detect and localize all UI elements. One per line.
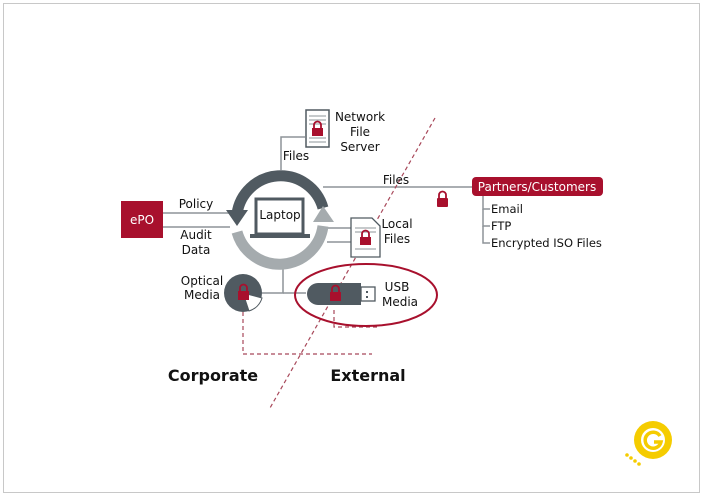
local-files-label-2: Files — [384, 232, 410, 246]
transit-lock-icon — [437, 190, 448, 207]
channel-ftp: FTP — [491, 219, 511, 233]
audit-label-2: Data — [182, 243, 211, 257]
audit-label-1: Audit — [180, 228, 212, 242]
zone-external: External — [330, 366, 405, 385]
optical-label-2: Media — [184, 288, 220, 302]
local-files-icon — [350, 217, 381, 258]
epo-label: ePO — [130, 213, 154, 227]
usb-drive-icon — [307, 283, 376, 305]
email-branch — [482, 196, 490, 210]
optical-label-1: Optical — [181, 274, 223, 288]
server-line — [280, 136, 305, 170]
ftp-branch — [482, 209, 490, 227]
usb-highlight-ellipse — [294, 263, 438, 327]
server-label-1: Network — [335, 110, 385, 124]
local-files-label-1: Local — [381, 217, 412, 231]
usb-label-1: USB — [385, 280, 410, 294]
laptop-label: Laptop — [259, 208, 300, 222]
partners-box — [472, 177, 603, 196]
server-label-2: File — [350, 125, 370, 139]
optical-disc-icon — [224, 274, 263, 312]
sync-cycle-icon — [226, 170, 334, 270]
epo-box — [121, 201, 163, 238]
files-partners-label: Files — [383, 173, 409, 187]
partners-label: Partners/Customers — [478, 180, 596, 194]
network-file-server-icon — [305, 109, 330, 148]
iso-branch — [482, 226, 490, 244]
laptop-icon — [250, 197, 310, 238]
g-logo-icon — [625, 421, 672, 466]
channel-email: Email — [491, 202, 523, 216]
server-label-3: Server — [340, 140, 379, 154]
channel-iso: Encrypted ISO Files — [491, 236, 602, 250]
corporate-bracket — [242, 312, 372, 355]
zone-corporate: Corporate — [168, 366, 258, 385]
usb-label-2: Media — [382, 295, 418, 309]
policy-label: Policy — [179, 197, 214, 211]
files-server-label: Files — [283, 149, 309, 163]
usb-bracket — [333, 310, 380, 328]
